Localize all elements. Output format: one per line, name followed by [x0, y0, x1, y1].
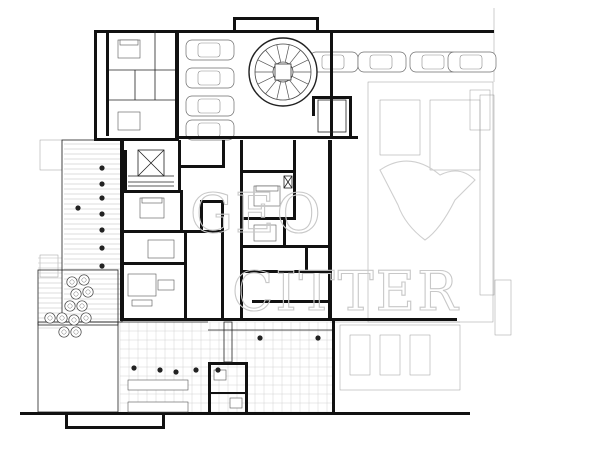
column-markers [75, 165, 321, 375]
turntable-spoke [276, 81, 282, 100]
furniture [117, 39, 281, 413]
planter-icon [71, 317, 77, 323]
terrace-decking [38, 143, 120, 329]
column-marker [99, 195, 105, 201]
planter-icon [78, 274, 90, 286]
turntable-spoke [265, 49, 278, 65]
car-icon [185, 39, 235, 61]
planter-icon [76, 300, 88, 312]
planter-icon [59, 315, 65, 321]
watermark: GEO CITTER [189, 160, 476, 324]
car-icon [357, 51, 407, 73]
turntable-spoke [288, 49, 301, 65]
watermark-line-1: GEO [190, 182, 323, 245]
column-marker [99, 211, 105, 217]
column-marker [193, 367, 199, 373]
car-icon [447, 51, 497, 73]
turntable-spoke [257, 59, 275, 68]
watermark-line-2: CITTER [232, 260, 460, 323]
column-marker [257, 335, 263, 341]
turntable-spoke [288, 79, 301, 95]
terrace-paving [119, 321, 332, 413]
planter-icon [58, 326, 70, 338]
column-marker [99, 245, 105, 251]
planter-icon [83, 315, 89, 321]
column-marker [99, 181, 105, 187]
planter-icon [56, 312, 68, 324]
turntable-spoke [276, 44, 282, 63]
planter-icon [68, 314, 80, 326]
column-marker [99, 165, 105, 171]
column-marker [157, 367, 163, 373]
partitions [109, 30, 347, 363]
turntable-spoke [257, 76, 275, 85]
planter-icon [70, 326, 82, 338]
car-icon [185, 67, 235, 89]
column-marker [315, 335, 321, 341]
planter-cluster [44, 274, 94, 338]
column-marker [131, 365, 137, 371]
planter-icon [79, 303, 85, 309]
planter-icon [67, 303, 73, 309]
column-marker [215, 367, 221, 373]
car-icon [185, 119, 235, 141]
planter-icon [64, 300, 76, 312]
column-marker [173, 369, 179, 375]
planter-icon [81, 277, 87, 283]
planter-icon [85, 289, 91, 295]
column-marker [99, 263, 105, 269]
planter-icon [73, 291, 79, 297]
planter-icon [66, 276, 78, 288]
planter-icon [82, 286, 94, 298]
planter-icon [70, 288, 82, 300]
terrace-outline [37, 139, 123, 413]
parking-cars [185, 39, 497, 141]
turntable-spoke [291, 59, 309, 68]
column-marker [99, 227, 105, 233]
planter-icon [47, 315, 53, 321]
car-turntable [248, 37, 318, 107]
turntable-spoke [284, 44, 290, 63]
turntable-spoke [291, 76, 309, 85]
planter-icon [69, 279, 75, 285]
planter-icon [44, 312, 56, 324]
planter-icon [61, 329, 67, 335]
planter-icon [73, 329, 79, 335]
car-icon [185, 95, 235, 117]
turntable-spoke [265, 79, 278, 95]
walls [20, 17, 494, 429]
turntable-spoke [284, 81, 290, 100]
turntable-spokes [255, 44, 311, 100]
planter-icon [80, 312, 92, 324]
column-marker [75, 205, 81, 211]
eagle-watermark-icon [379, 160, 476, 241]
